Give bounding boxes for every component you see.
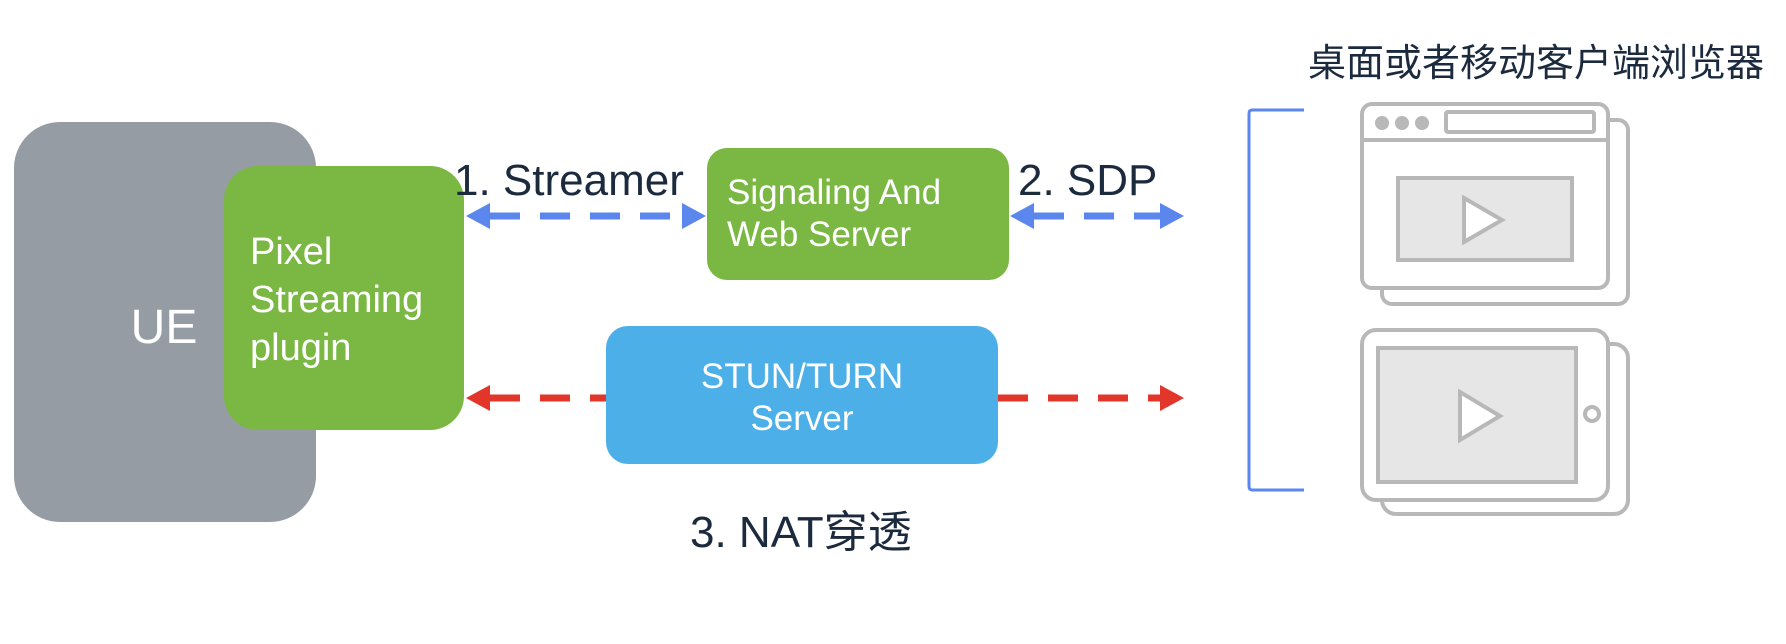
clients-title: 桌面或者移动客户端浏览器 <box>1308 43 1765 85</box>
nat-arrow <box>466 385 1184 411</box>
nat-step-label: 3. NAT穿透 <box>690 508 912 557</box>
tablet-icon <box>1360 328 1630 516</box>
plugin-label-line: plugin <box>250 327 352 369</box>
play-icon <box>1458 388 1504 444</box>
streamer-arrow <box>466 203 706 229</box>
play-icon <box>1462 194 1506 246</box>
stun-label-line: Server <box>750 399 854 438</box>
plugin-label-line: Pixel <box>250 231 333 273</box>
plugin-label-line: Streaming <box>250 279 424 321</box>
stun-label-line: STUN/TURN <box>700 357 904 396</box>
stun-turn-server-block: STUN/TURN Server <box>606 326 998 464</box>
sdp-step-label: 2. SDP <box>1018 156 1158 205</box>
sdp-arrow <box>1010 203 1184 229</box>
tablet-button-icon <box>1583 405 1601 423</box>
signaling-label-line: Web Server <box>727 215 912 254</box>
browser-dots-icon <box>1375 116 1429 130</box>
ue-label: UE <box>130 301 198 354</box>
signaling-server-block: Signaling And Web Server <box>707 148 1009 280</box>
pixel-streaming-plugin-block: Pixel Streaming plugin <box>224 166 464 430</box>
streamer-step-label: 1. Streamer <box>454 156 684 205</box>
signaling-label-line: Signaling And <box>727 173 942 212</box>
clients-bracket <box>1247 108 1304 492</box>
desktop-browser-icon <box>1360 102 1630 306</box>
